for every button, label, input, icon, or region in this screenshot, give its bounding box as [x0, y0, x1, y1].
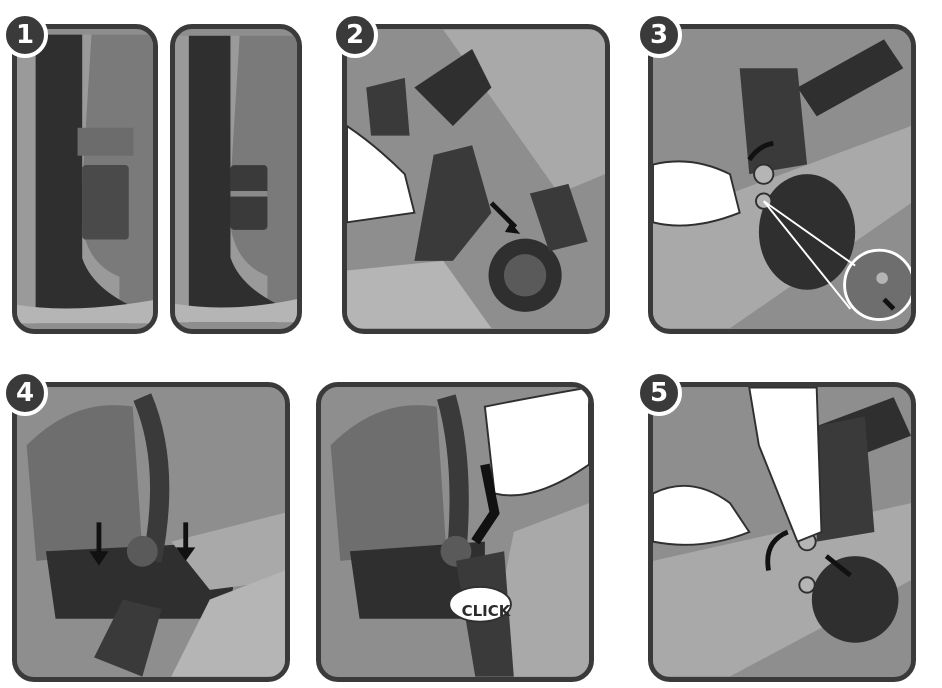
step-number-badge-3: 3	[636, 12, 682, 58]
panel-step1-a	[12, 24, 158, 334]
illustration-step3	[653, 29, 911, 329]
illustration-step4-a	[17, 387, 285, 677]
panel-step4-b: CLICK	[316, 382, 594, 682]
step-number-badge-5: 5	[636, 370, 682, 416]
click-label: CLICK	[454, 602, 518, 620]
panel-step3	[648, 24, 916, 334]
step-number-badge-4: 4	[2, 370, 48, 416]
panel-step5	[648, 382, 916, 682]
step-number-badge-1: 1	[2, 12, 48, 58]
panel-step2	[342, 24, 610, 334]
illustration-step2	[347, 29, 605, 329]
panel-step1-b	[170, 24, 302, 334]
panel-step4-a	[12, 382, 290, 682]
step-number-badge-2: 2	[332, 12, 378, 58]
illustration-step5	[653, 387, 911, 677]
illustration-step1-b	[175, 29, 297, 329]
illustration-step1-a	[17, 29, 153, 329]
illustration-step4-b	[321, 387, 589, 677]
